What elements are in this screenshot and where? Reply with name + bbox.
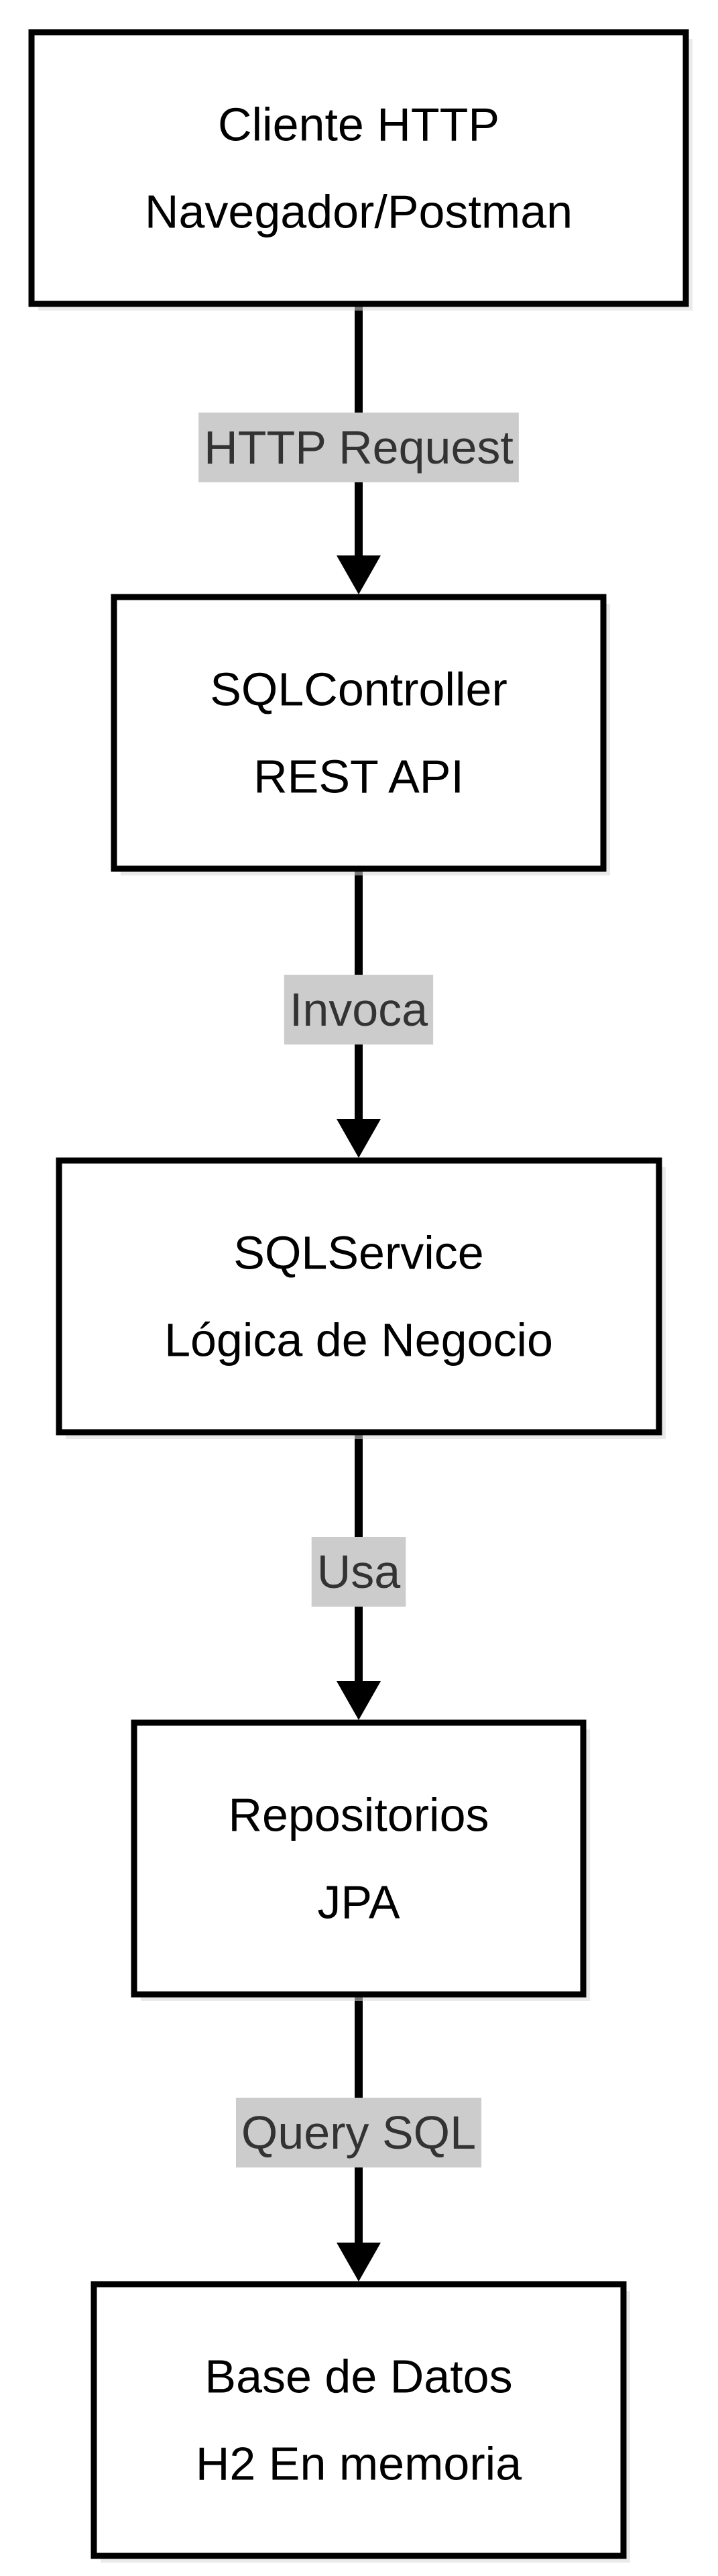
edge-cliente-controller: HTTP Request [198,307,519,594]
edge-label-background [198,413,519,482]
edge-label: HTTP Request [204,421,514,474]
node-box [28,29,689,307]
node-label-line: Cliente HTTP [218,99,499,151]
arrow-head-icon [337,2243,381,2282]
node-label-line: Lógica de Negocio [164,1314,553,1366]
arrow-head-icon [337,1681,381,1720]
node-label-line: REST API [253,751,464,803]
node-bd: Base de Datos H2 En memoria [91,2281,630,2563]
edge-label: Query SQL [241,2106,476,2159]
node-box [111,594,607,872]
node-label-line: Repositorios [228,1789,489,1841]
edge-label-background [311,1537,406,1607]
node-label-line: SQLService [233,1227,483,1279]
node-box [56,1157,662,1436]
nodes-layer: Cliente HTTP Navegador/PostmanSQLControll… [28,29,693,2563]
arrow-head-icon [337,555,381,594]
edge-repositorios-bd: Query SQL [235,1997,482,2282]
edge-label-background [284,975,434,1044]
edge-controller-service: Invoca [284,871,434,1158]
node-label-line: SQLController [210,663,507,716]
node-cliente: Cliente HTTP Navegador/Postman [28,29,693,311]
node-label-line: JPA [317,1876,400,1929]
node-box [131,1719,587,1998]
node-label-line: H2 En memoria [196,2438,522,2490]
node-box [91,2281,627,2559]
node-label-line: Navegador/Postman [145,186,573,238]
arrow-head-icon [337,1119,381,1158]
edge-service-repositorios: Usa [311,1435,406,1720]
node-label-line: Base de Datos [204,2351,512,2403]
edge-label-background [235,2098,482,2167]
edge-label: Usa [317,1546,401,1598]
edge-label: Invoca [290,983,428,1036]
